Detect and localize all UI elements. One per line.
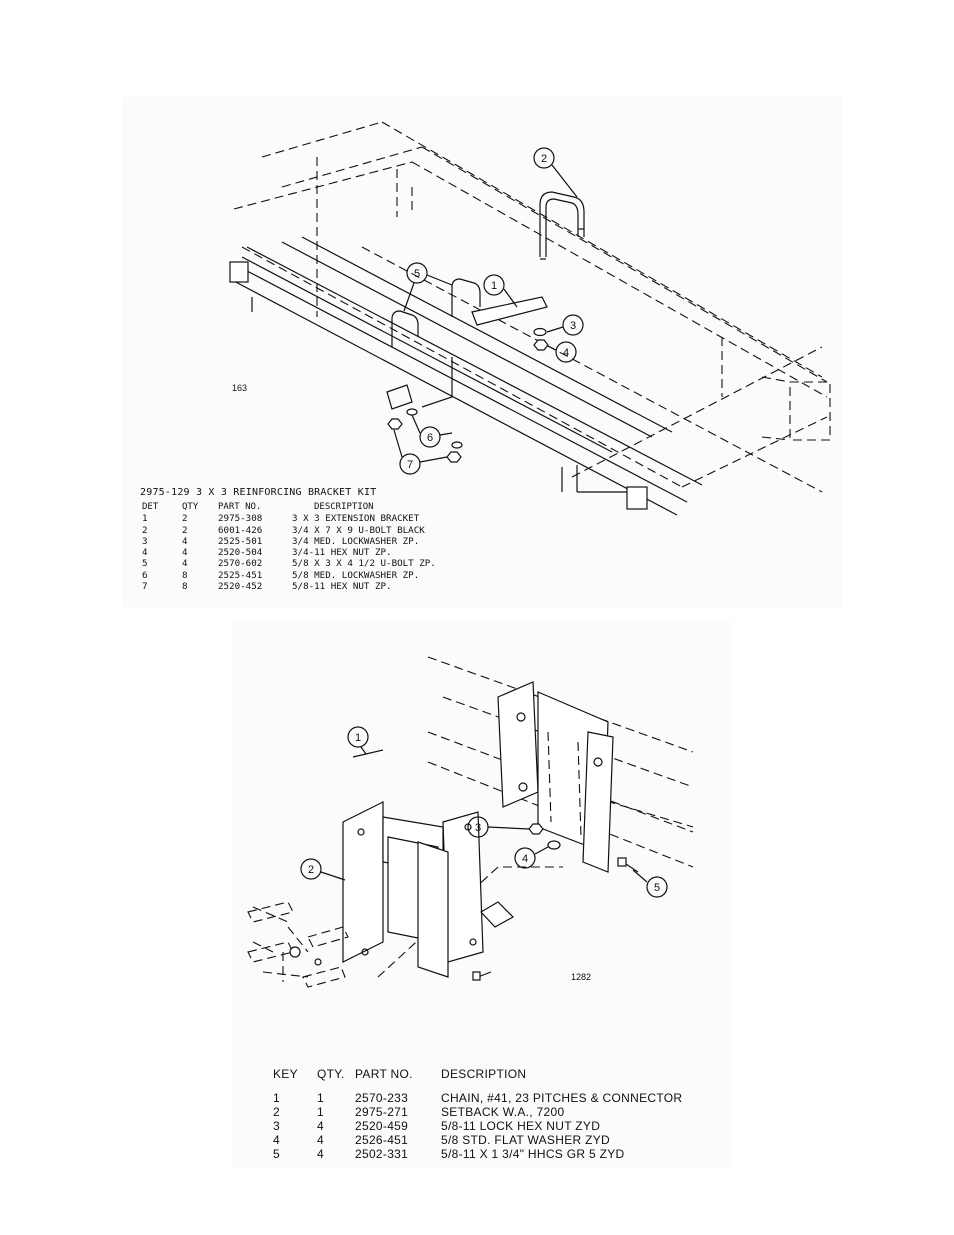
table-row: 2 2 6001-426 3/4 X 7 X 9 U-BOLT BLACK: [142, 524, 425, 536]
col-header-qty: QTY: [182, 502, 199, 512]
frame-mount-plates: [497, 681, 614, 873]
table-row: 1 2 2975-308 3 X 3 EXTENSION BRACKET: [142, 513, 420, 525]
col-header-description: DESCRIPTION: [314, 502, 374, 512]
table-header-row: DET QTY PART NO. DESCRIPTION: [140, 502, 436, 513]
callout-4: 4: [514, 846, 549, 869]
col-header-part-no: PART NO.: [218, 502, 262, 512]
svg-text:5: 5: [654, 882, 660, 894]
table-header-row: KEY QTY. PART NO. DESCRIPTION: [273, 1067, 682, 1091]
svg-text:4: 4: [522, 853, 528, 865]
callout-4: 4: [547, 341, 577, 363]
reinforcing-bracket-diagram-panel: 2 1 5 3 4 6: [122, 97, 842, 607]
svg-text:5: 5: [414, 268, 420, 280]
svg-text:2: 2: [308, 864, 314, 876]
callout-1: 1: [483, 274, 518, 308]
setback-weldment: [342, 801, 514, 978]
callout-5: 5: [632, 869, 668, 898]
chain: [352, 749, 384, 758]
table-row: 6 8 2525-451 5/8 MED. LOCKWASHER ZP.: [142, 569, 420, 581]
link-plates: [247, 901, 349, 988]
callout-1: 1: [347, 726, 369, 755]
table-row: 4 4 2520-504 3/4-11 HEX NUT ZP.: [142, 547, 392, 559]
svg-text:3: 3: [570, 320, 576, 332]
col-header-key: KEY: [273, 1067, 298, 1081]
svg-text:2: 2: [541, 153, 547, 165]
table-row: 4 4 2526-451 5/8 STD. FLAT WASHER ZYD: [273, 1133, 611, 1147]
svg-text:6: 6: [427, 432, 433, 444]
setback-assembly-drawing: 1 2 3 4 5: [247, 656, 694, 988]
svg-text:3: 3: [475, 822, 481, 834]
u-bolt-large: [539, 191, 585, 260]
table-row: 2 1 2975-271 SETBACK W.A., 7200: [273, 1105, 565, 1119]
table-row: 3 4 2520-459 5/8-11 LOCK HEX NUT ZYD: [273, 1119, 601, 1133]
callout-3: 3: [546, 314, 584, 336]
col-header-part-no: PART NO.: [355, 1067, 413, 1081]
reinforcing-bracket-drawing: 2 1 5 3 4 6: [229, 121, 831, 516]
hardware: [472, 823, 639, 981]
drawing-number: 1282: [571, 972, 592, 982]
callout-6: 6: [411, 414, 453, 448]
parts-table: DET QTY PART NO. DESCRIPTION 1 2 2975-30…: [140, 502, 436, 592]
table-row: 5 4 2502-331 5/8-11 X 1 3/4" HHCS GR 5 Z…: [273, 1147, 625, 1161]
col-header-det: DET: [142, 502, 159, 512]
callout-7: 7: [393, 429, 448, 475]
table-row: 5 4 2570-602 5/8 X 3 X 4 1/2 U-BOLT ZP.: [142, 558, 436, 570]
extension-bracket: [386, 296, 548, 410]
frame-beam-outlines: [233, 121, 831, 493]
parts-table: KEY QTY. PART NO. DESCRIPTION 1 1 2570-2…: [273, 1067, 682, 1161]
callout-2: 2: [300, 858, 346, 881]
kit-title: 2975-129 3 X 3 REINFORCING BRACKET KIT: [140, 487, 377, 498]
callout-3: 3: [467, 816, 530, 838]
drawing-number: 163: [232, 383, 248, 393]
callout-2: 2: [533, 147, 578, 198]
nuts-and-washers: [387, 327, 549, 463]
col-header-description: DESCRIPTION: [441, 1067, 527, 1081]
table-row: 1 1 2570-233 CHAIN, #41, 23 PITCHES & CO…: [273, 1091, 683, 1105]
svg-text:7: 7: [407, 459, 413, 471]
callout-5: 5: [403, 262, 453, 312]
table-row: 7 8 2520-452 5/8-11 HEX NUT ZP.: [142, 581, 392, 593]
table-row: 3 4 2525-501 3/4 MED. LOCKWASHER ZP.: [142, 535, 420, 547]
setback-assembly-diagram-panel: 1 2 3 4 5 1282 KEY QTY.: [233, 622, 733, 1167]
svg-text:1: 1: [355, 732, 361, 744]
u-bolts-small: [391, 278, 481, 347]
col-header-qty: QTY.: [317, 1067, 345, 1081]
tube-members: [229, 236, 703, 516]
svg-text:4: 4: [563, 347, 569, 359]
svg-text:1: 1: [491, 280, 497, 292]
